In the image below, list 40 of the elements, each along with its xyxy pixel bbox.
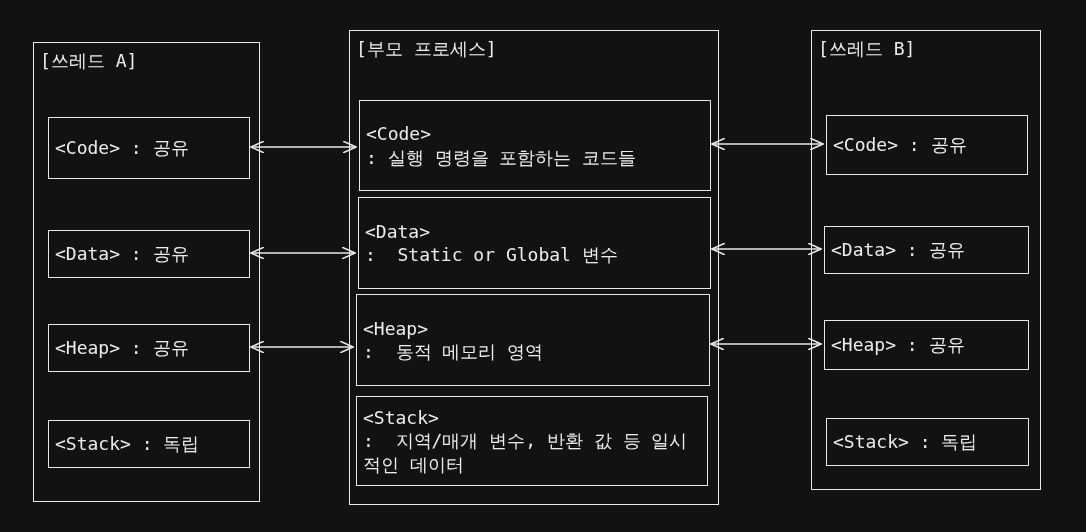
memory-box [48, 324, 250, 372]
double-arrow [711, 137, 824, 151]
group-box [33, 42, 260, 502]
box-label: <Code> : 공유 [55, 136, 190, 160]
box-label: : 지역/매개 변수, 반환 값 등 일시적인 데이터 [363, 429, 689, 477]
memory-box [48, 420, 250, 468]
group-title: [부모 프로세스] [356, 37, 497, 61]
group-box [349, 30, 719, 505]
memory-box [356, 396, 708, 486]
double-arrow [250, 246, 356, 260]
memory-box [826, 418, 1029, 466]
double-arrow [250, 140, 357, 154]
double-arrow [711, 242, 822, 256]
double-arrow [710, 337, 822, 351]
memory-box [48, 230, 250, 278]
box-label: : Static or Global 변수 [365, 243, 619, 267]
memory-box [356, 294, 710, 386]
group-box [811, 30, 1041, 490]
box-label: <Heap> [363, 316, 430, 340]
memory-box [826, 115, 1028, 175]
memory-box [48, 117, 250, 179]
memory-box [824, 226, 1029, 274]
double-arrow [250, 340, 354, 354]
group-title: [쓰레드 B] [818, 37, 916, 61]
box-label: : 실행 명령을 포함하는 코드들 [366, 145, 638, 169]
memory-box [824, 320, 1029, 370]
box-label: <Code> : 공유 [833, 133, 968, 157]
box-label: <Stack> : 독립 [55, 432, 201, 456]
box-label: <Stack> : 독립 [833, 430, 979, 454]
box-label: <Heap> : 공유 [55, 336, 190, 360]
box-label: <Data> : 공유 [55, 242, 190, 266]
box-label: : 동적 메모리 영역 [363, 340, 545, 364]
box-label: <Stack> [363, 405, 440, 430]
box-label: <Heap> : 공유 [831, 333, 966, 357]
box-label: <Data> [365, 219, 432, 243]
memory-box [358, 197, 711, 289]
group-title: [쓰레드 A] [40, 49, 138, 73]
box-label: <Data> : 공유 [831, 238, 966, 262]
box-label: <Code> [366, 122, 433, 146]
memory-box [359, 100, 711, 191]
